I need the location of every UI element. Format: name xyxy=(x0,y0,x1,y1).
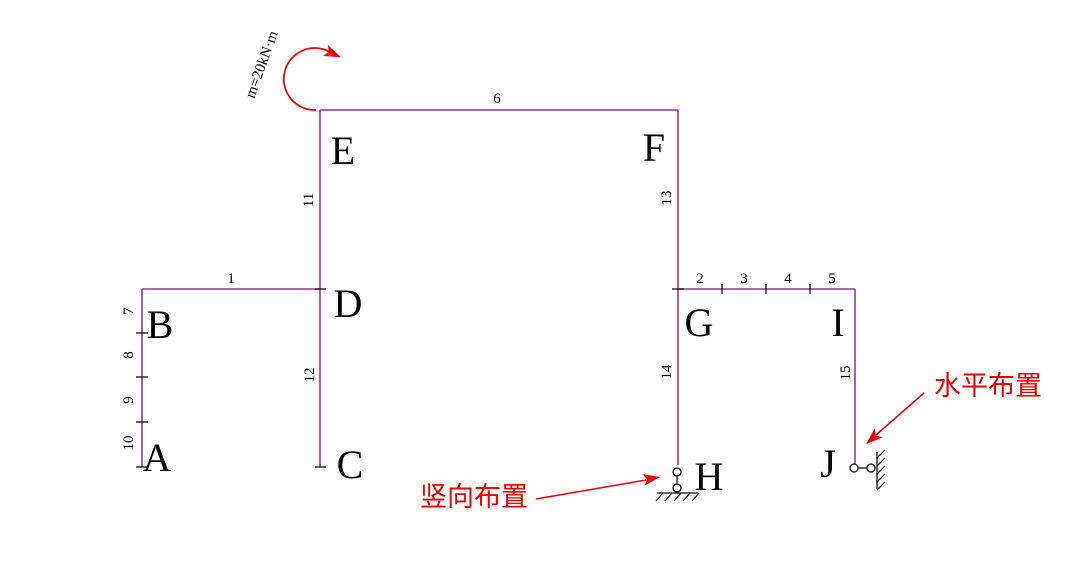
member-label-8: 8 xyxy=(121,351,137,359)
member-label-15: 15 xyxy=(838,366,854,381)
node-label-B: B xyxy=(147,302,174,347)
node-label-I: I xyxy=(831,300,844,345)
leader-line-vertical-support xyxy=(535,479,647,500)
moment-arrowhead-icon xyxy=(322,44,341,58)
member-label-2: 2 xyxy=(696,271,704,287)
member-label-14: 14 xyxy=(659,364,675,380)
vertical-support-label: 竖向布置 xyxy=(420,482,528,512)
node-label-A: A xyxy=(143,435,172,480)
node-label-C: C xyxy=(337,442,364,487)
hinge-circle-icon xyxy=(672,467,682,477)
node-label-H: H xyxy=(695,454,724,499)
moment-value-label: m=20kN·m xyxy=(243,29,282,101)
segment-ticks xyxy=(136,284,811,468)
support-H-vertical-link xyxy=(655,467,700,502)
moment-arrow-icon xyxy=(282,44,341,111)
hinge-circle-icon xyxy=(672,483,682,493)
leader-line-horizontal-support xyxy=(875,392,925,436)
member-label-5: 5 xyxy=(828,271,836,287)
ground-hatch-icon xyxy=(655,492,700,502)
node-label-G: G xyxy=(685,300,714,345)
member-label-13: 13 xyxy=(659,191,675,206)
member-label-12: 12 xyxy=(302,368,318,383)
node-label-J: J xyxy=(820,441,836,486)
moment-arc xyxy=(282,47,331,111)
node-label-D: D xyxy=(334,281,363,326)
member-label-10: 10 xyxy=(121,436,137,451)
arrowhead-icon xyxy=(866,428,883,444)
arrowhead-icon xyxy=(642,474,660,486)
member-label-1: 1 xyxy=(227,271,235,287)
member-label-4: 4 xyxy=(784,271,792,287)
member-label-9: 9 xyxy=(121,396,137,404)
member-label-11: 11 xyxy=(301,193,317,207)
horizontal-support-label: 水平布置 xyxy=(934,371,1042,401)
support-J-horizontal-link xyxy=(849,449,886,491)
member-label-6: 6 xyxy=(493,91,501,107)
member-label-3: 3 xyxy=(740,271,748,287)
node-label-E: E xyxy=(331,128,355,173)
member-label-7: 7 xyxy=(121,307,137,315)
node-label-F: F xyxy=(643,125,665,170)
leader-arrows xyxy=(535,392,925,500)
hinge-circle-icon xyxy=(849,463,859,473)
frame-members xyxy=(141,109,856,467)
wall-hatch-icon xyxy=(876,449,886,491)
hinge-circle-icon xyxy=(866,463,876,473)
